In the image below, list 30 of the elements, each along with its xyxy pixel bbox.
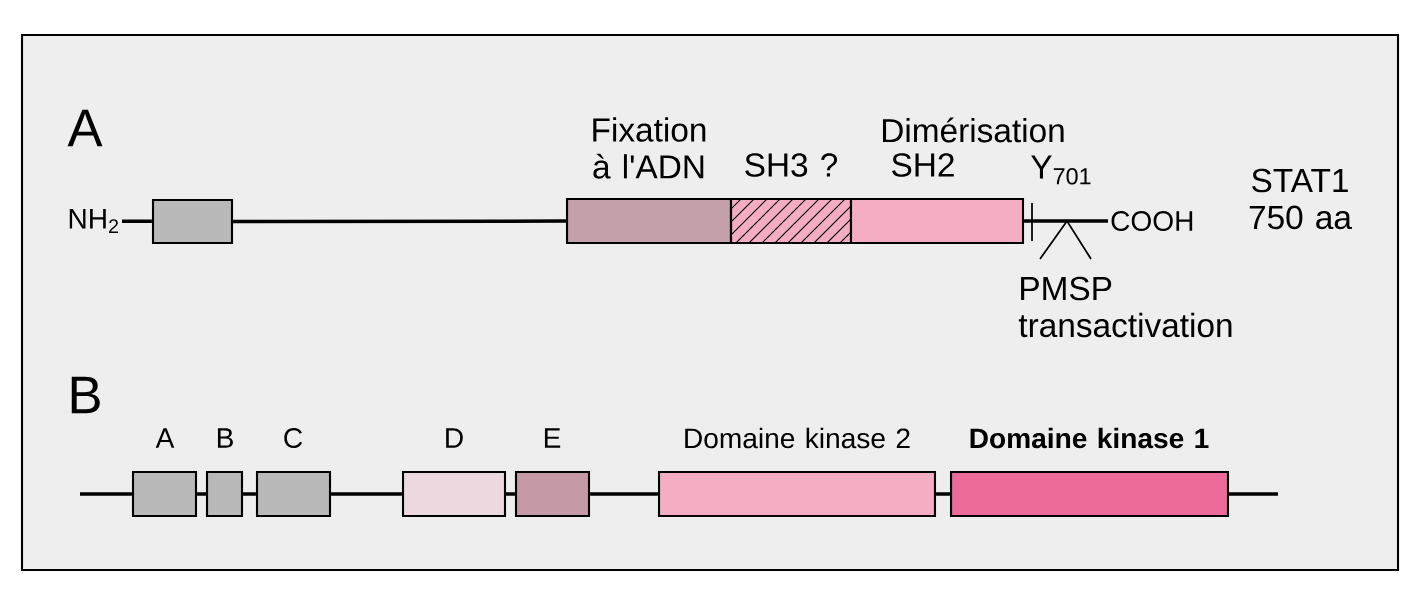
- protein-label: STAT1 750 aa: [1249, 168, 1352, 230]
- domain-label: Domaine kinase 2: [685, 427, 910, 449]
- backbone-line: [243, 492, 256, 496]
- backbone-line: [233, 219, 566, 224]
- motif-label: PMSP transactivation: [1018, 276, 1232, 338]
- domain-label: Dimérisation: [883, 117, 1064, 143]
- domain-label: SH3 ?: [745, 153, 838, 177]
- domain-label: D: [446, 428, 463, 448]
- backbone-line: [1229, 492, 1278, 496]
- backbone-line: [1024, 219, 1108, 223]
- panel-letter: B: [71, 376, 100, 414]
- domain-label: Fixation à l'ADN: [593, 117, 706, 179]
- domain-label: Domaine kinase 1: [970, 427, 1209, 449]
- terminus-label: NH$_{2}$: [69, 209, 118, 233]
- backbone-line: [197, 492, 206, 496]
- domain-label: E: [544, 428, 561, 448]
- residue-label: Y$_{701}$: [1031, 155, 1091, 185]
- backbone-line: [122, 219, 152, 224]
- domain-label: B: [217, 428, 233, 448]
- backbone-line: [936, 492, 950, 496]
- terminus-label: COOH: [1111, 211, 1193, 231]
- panel-letter: A: [67, 109, 103, 147]
- backbone-line: [590, 492, 658, 496]
- domain-label: A: [155, 428, 175, 448]
- backbone-line: [80, 492, 132, 496]
- domain-label: C: [284, 428, 303, 448]
- backbone-line: [331, 492, 402, 496]
- backbone-line: [506, 492, 515, 496]
- domain-label: SH2: [892, 153, 954, 177]
- domain-box: [151, 198, 234, 245]
